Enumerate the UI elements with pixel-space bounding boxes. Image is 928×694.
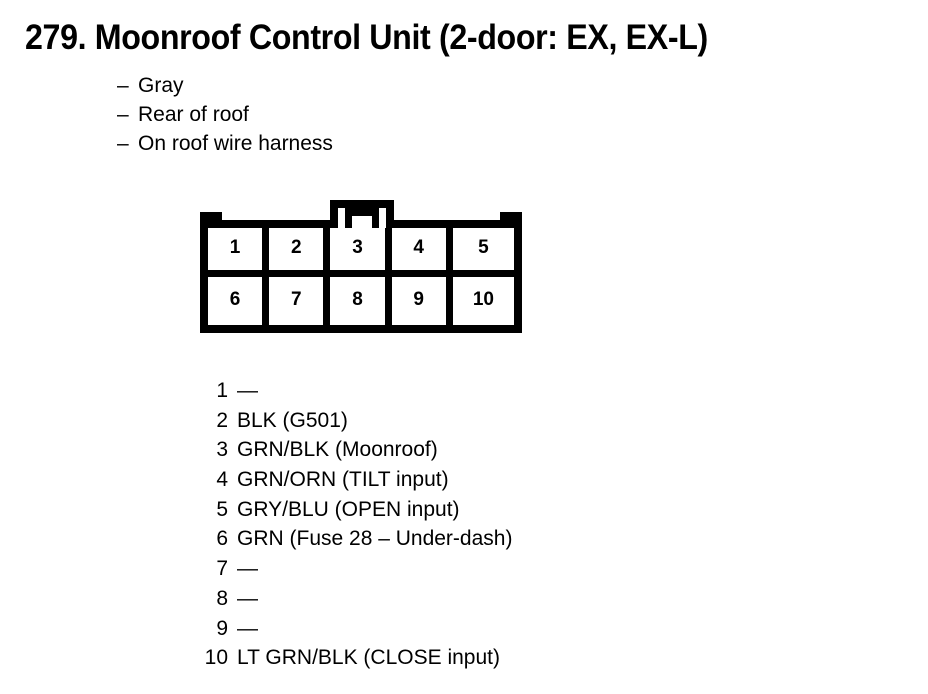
descriptor-text: Gray [138,74,184,97]
connector-notch-right-outer-wall [514,212,522,228]
connector-diagram: 1 2 3 4 5 6 7 8 9 10 [200,199,522,333]
pin-description: GRN/BLK (Moonroof) [237,438,438,462]
dash-bullet-icon: – [117,132,129,155]
connector-cavity-7: 7 [269,276,331,325]
pin-description: GRN/ORN (TILT input) [237,468,449,492]
connector-cavity-5: 5 [452,228,514,277]
cavity-label: 8 [352,288,363,310]
pin-number: 6 [216,527,228,551]
connector-notch-left-riser [214,212,222,228]
cavity-label: 3 [352,236,363,258]
pin-row: 7 — [196,554,512,584]
connector-cavity-4: 4 [391,228,453,277]
descriptor-text: Rear of roof [138,103,249,126]
cavity-label: 10 [472,288,494,310]
pin-row: 2 BLK (G501) [196,406,512,436]
dash-bullet-icon: – [117,103,129,126]
connector-cavity-2: 2 [269,228,331,277]
cavity-label: 7 [291,288,302,310]
pin-number: 4 [216,468,228,492]
connector-cavity-9: 9 [391,276,453,325]
connector-locking-tab-slot-right-wall [372,207,379,228]
connector-cavity-3: 3 [330,228,392,277]
pin-number: 9 [216,616,228,640]
pin-description: BLK (G501) [237,408,348,432]
connector-notch-right-cap [500,212,522,220]
pin-description: — [237,557,258,581]
pin-row: 10 LT GRN/BLK (CLOSE input) [196,643,512,673]
descriptor-text: On roof wire harness [138,132,333,155]
pin-number: 2 [216,408,228,432]
connector-cavity-6: 6 [208,276,270,325]
connector-descriptor-list: –Gray –Rear of roof –On roof wire harnes… [117,71,333,158]
connector-cavity-1: 1 [208,228,270,277]
descriptor-row: –Rear of roof [117,100,333,129]
pin-row: 4 GRN/ORN (TILT input) [196,465,512,495]
pin-assignment-list: 1 — 2 BLK (G501) 3 GRN/BLK (Moonroof) 4 … [196,376,513,673]
pin-description: GRY/BLU (OPEN input) [237,497,460,521]
pin-description: — [237,616,258,640]
cavity-label: 4 [413,236,424,258]
connector-cavity-8: 8 [330,276,392,325]
connector-notch-right-riser [500,212,508,228]
pin-description: — [237,379,258,402]
pin-description: — [237,586,258,610]
pin-number: 5 [216,497,228,521]
pin-description: LT GRN/BLK (CLOSE input) [237,646,500,670]
pin-description: GRN (Fuse 28 – Under-dash) [237,527,513,551]
pin-row: 5 GRY/BLU (OPEN input) [196,495,512,525]
connector-cavity-grid: 1 2 3 4 5 6 7 8 9 10 [208,228,514,325]
descriptor-row: –On roof wire harness [117,129,333,158]
pin-row: 9 — [196,614,512,644]
cavity-label: 1 [229,236,241,258]
pin-row: 8 — [196,584,512,614]
dash-bullet-icon: – [117,74,129,97]
cavity-label: 6 [229,288,241,310]
pin-number: 8 [216,586,228,610]
connector-cavity-10: 10 [452,276,514,325]
pin-number: 10 [204,646,228,670]
connector-locking-tab-slot [345,207,379,216]
cavity-label: 9 [413,288,424,310]
pin-number: 1 [216,379,228,402]
cavity-label: 2 [291,236,302,258]
connector-notch-left-cap [200,212,222,220]
page-title: 279. Moonroof Control Unit (2-door: EX, … [25,18,708,57]
descriptor-row: –Gray [117,71,333,100]
cavity-label: 5 [478,236,489,258]
pin-row: 6 GRN (Fuse 28 – Under-dash) [196,524,512,554]
pin-number: 3 [216,438,228,462]
connector-notch-left-outer-wall [200,212,208,228]
pin-row: 1 — [196,376,512,406]
pin-row: 3 GRN/BLK (Moonroof) [196,435,512,465]
pin-number: 7 [216,557,228,581]
connector-locking-tab-slot-left-wall [345,207,352,228]
